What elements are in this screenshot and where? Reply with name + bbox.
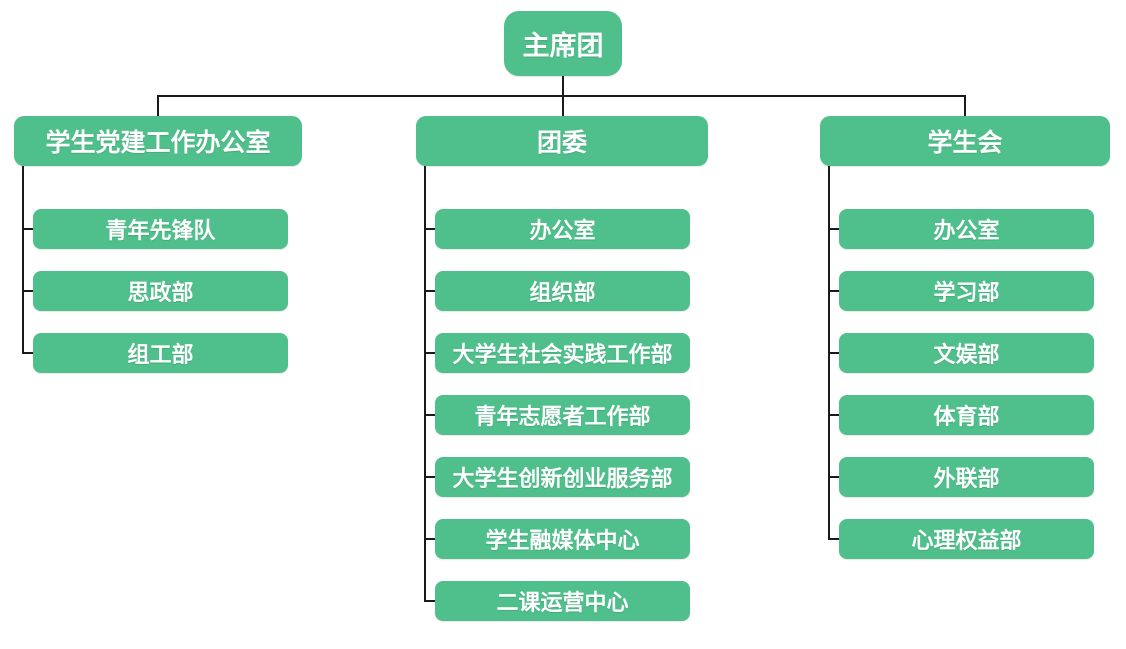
department-node[interactable]: 办公室 [839,209,1094,249]
connector-child-stub [424,538,435,540]
branch-children: 青年先锋队思政部组工部 [14,166,302,373]
connector-child-stub [424,290,435,292]
branch-node-party-office[interactable]: 学生党建工作办公室 [14,116,302,166]
department-node[interactable]: 学习部 [839,271,1094,311]
connector-child-stub [828,290,839,292]
connector-child-stub [424,476,435,478]
department-node[interactable]: 办公室 [435,209,690,249]
connector-spine [157,95,966,97]
branch-column-party-office: 学生党建工作办公室 青年先锋队思政部组工部 [14,116,302,373]
department-node[interactable]: 组织部 [435,271,690,311]
child-row: 文娱部 [828,333,1110,373]
connector-drop-middle [562,97,564,116]
connector-child-stub [828,228,839,230]
department-node[interactable]: 组工部 [33,333,288,373]
department-node[interactable]: 青年志愿者工作部 [435,395,690,435]
child-row: 体育部 [828,395,1110,435]
branch-column-youth-league: 团委 办公室组织部大学生社会实践工作部青年志愿者工作部大学生创新创业服务部学生融… [416,116,708,621]
child-row: 学生融媒体中心 [424,519,708,559]
child-row: 心理权益部 [828,519,1110,559]
branch-node-youth-league[interactable]: 团委 [416,116,708,166]
child-row: 学习部 [828,271,1110,311]
branch-children: 办公室组织部大学生社会实践工作部青年志愿者工作部大学生创新创业服务部学生融媒体中… [416,166,708,621]
branch-node-student-union[interactable]: 学生会 [820,116,1110,166]
department-node[interactable]: 外联部 [839,457,1094,497]
child-row: 思政部 [22,271,302,311]
connector-child-stub [424,414,435,416]
department-node[interactable]: 学生融媒体中心 [435,519,690,559]
department-node[interactable]: 二课运营中心 [435,581,690,621]
department-node[interactable]: 大学生创新创业服务部 [435,457,690,497]
connector-child-stub [424,228,435,230]
department-node[interactable]: 文娱部 [839,333,1094,373]
department-node[interactable]: 心理权益部 [839,519,1094,559]
connector-child-stub [22,352,33,354]
child-row: 大学生创新创业服务部 [424,457,708,497]
root-node[interactable]: 主席团 [504,11,622,76]
branch-column-student-union: 学生会 办公室学习部文娱部体育部外联部心理权益部 [820,116,1110,559]
child-row: 青年志愿者工作部 [424,395,708,435]
connector-branch-trunk [424,166,426,601]
department-node[interactable]: 大学生社会实践工作部 [435,333,690,373]
department-node[interactable]: 体育部 [839,395,1094,435]
child-row: 青年先锋队 [22,209,302,249]
child-row: 大学生社会实践工作部 [424,333,708,373]
connector-child-stub [424,600,435,602]
connector-child-stub [828,476,839,478]
connector-root-drop [562,76,564,95]
child-row: 外联部 [828,457,1110,497]
connector-drop-right [964,97,966,116]
branch-children: 办公室学习部文娱部体育部外联部心理权益部 [820,166,1110,559]
connector-child-stub [424,352,435,354]
department-node[interactable]: 青年先锋队 [33,209,288,249]
connector-drop-left [157,97,159,116]
child-row: 二课运营中心 [424,581,708,621]
connector-child-stub [828,352,839,354]
child-row: 组工部 [22,333,302,373]
connector-child-stub [828,414,839,416]
connector-branch-trunk [22,166,24,353]
child-row: 办公室 [828,209,1110,249]
child-row: 办公室 [424,209,708,249]
connector-child-stub [828,538,839,540]
connector-child-stub [22,290,33,292]
child-row: 组织部 [424,271,708,311]
department-node[interactable]: 思政部 [33,271,288,311]
connector-child-stub [22,228,33,230]
